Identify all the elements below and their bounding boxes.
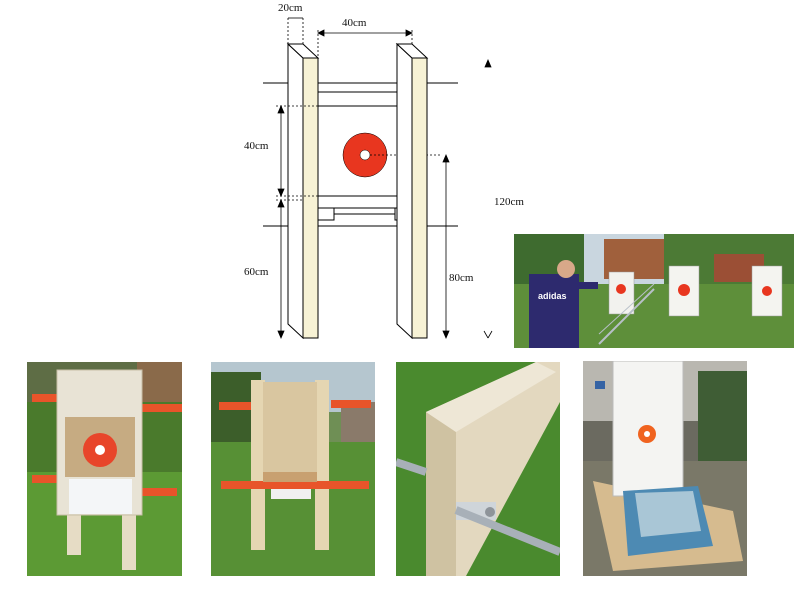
dim-width-top: 20cm: [278, 2, 303, 14]
right-post: [395, 42, 429, 340]
stand-indoor-photo: [583, 361, 747, 576]
dim-gap-top: 40cm: [342, 17, 367, 29]
stand-front-photo: [27, 362, 182, 576]
stand-back-photo: [211, 362, 375, 576]
range-shirt-text: adidas: [538, 291, 567, 301]
dim-target-height: 40cm: [244, 140, 269, 152]
left-post: [286, 42, 320, 340]
target-bullseye: [342, 132, 440, 178]
stand-closeup-photo: [396, 362, 560, 576]
dim-center-height: 80cm: [449, 272, 474, 284]
dim-lower-height: 60cm: [244, 266, 269, 278]
dim-total-height: 120cm: [494, 196, 524, 208]
stand-diagram: [263, 17, 493, 340]
range-photo: adidas: [514, 234, 794, 348]
